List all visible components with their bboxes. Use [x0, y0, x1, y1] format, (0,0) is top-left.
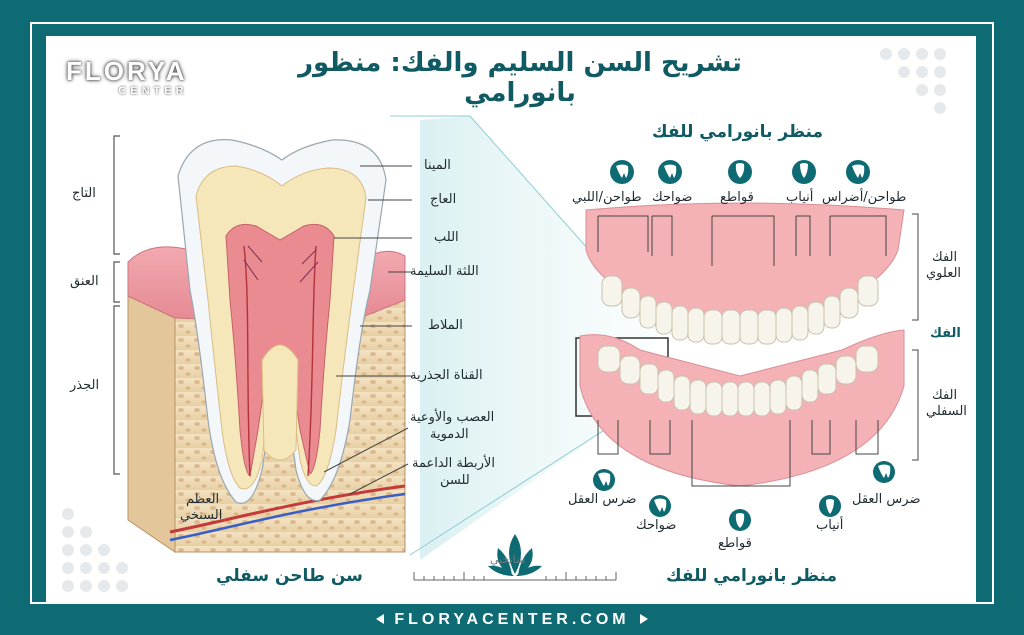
tooth-caption: سن طاحن سفلي [216, 566, 363, 586]
label-nerve-line2: الدموية [430, 427, 469, 442]
label-dentin: العاج [430, 192, 457, 207]
lower-label-wisdom-left: ضرس العقل [568, 492, 637, 507]
label-nerve-line1: العصب والأوعية [410, 410, 495, 425]
side-lower-line1: الفك [932, 388, 958, 403]
region-brackets [113, 135, 120, 475]
lower-label-incisors: قواطع [718, 536, 752, 551]
side-upper-line1: الفك [932, 250, 958, 265]
magnify-beam [420, 116, 660, 560]
ruler [413, 572, 617, 581]
label-ligament-line1: الأربطة الداعمة [412, 456, 495, 471]
region-neck: العنق [70, 274, 99, 289]
lower-jaw [579, 329, 905, 487]
tooth-icon-glyphs [598, 163, 891, 528]
jaw-title-bottom: منظر بانورامي للفك [666, 566, 837, 586]
logo-subtitle: CENTER [118, 85, 188, 97]
brand-logo: FLORYA CENTER [66, 56, 188, 97]
side-lower-line2: السفلي [926, 404, 967, 419]
upper-label-molars: طواحن/أضراس [822, 190, 907, 205]
footer-url[interactable]: FLORYACENTER.COM [394, 611, 630, 628]
region-crown: التاج [72, 186, 96, 201]
lower-label-wisdom-right: ضرس العقل [852, 492, 921, 507]
footer-arrows [376, 614, 648, 624]
side-jaw: الفك [930, 326, 961, 341]
upper-label-canines: أنياب [786, 190, 814, 205]
label-ligament-line2: للسن [440, 473, 470, 488]
lotus-emblem-icon [488, 534, 542, 576]
label-enamel: المينا [424, 158, 451, 173]
tooth-cross-section [127, 139, 406, 553]
label-bone-line1: العظم [186, 492, 220, 507]
upper-label-baby-molars: طواحن/اللبي [572, 190, 642, 205]
page-title: تشريح السن السليم والفك: منظور بانورامي [298, 48, 742, 108]
lower-label-premolars: ضواحك [636, 518, 677, 533]
tooth-leader-lines [323, 165, 412, 495]
region-root: الجذر [70, 378, 100, 393]
label-root-canal: القناة الجذرية [410, 368, 483, 383]
jaw-title-top: منظر بانورامي للفك [652, 122, 823, 142]
lower-jaw-brackets [597, 420, 879, 487]
upper-jaw [585, 202, 905, 345]
upper-label-incisors: قواطع [720, 190, 754, 205]
upper-jaw-brackets [597, 213, 919, 461]
lower-label-canines: أنياب [816, 518, 844, 533]
upper-label-premolars: ضواحك [652, 190, 693, 205]
label-cementum: الملاط [428, 318, 463, 333]
logo-wordmark: FLORYA [66, 56, 188, 86]
emblem-watermark: شانحبي [490, 553, 526, 566]
side-upper-line2: العلوي [926, 266, 962, 281]
label-bone-line2: السنخي [180, 508, 223, 523]
label-pulp: اللب [434, 230, 459, 245]
label-gums: اللثة السليمة [410, 264, 479, 279]
